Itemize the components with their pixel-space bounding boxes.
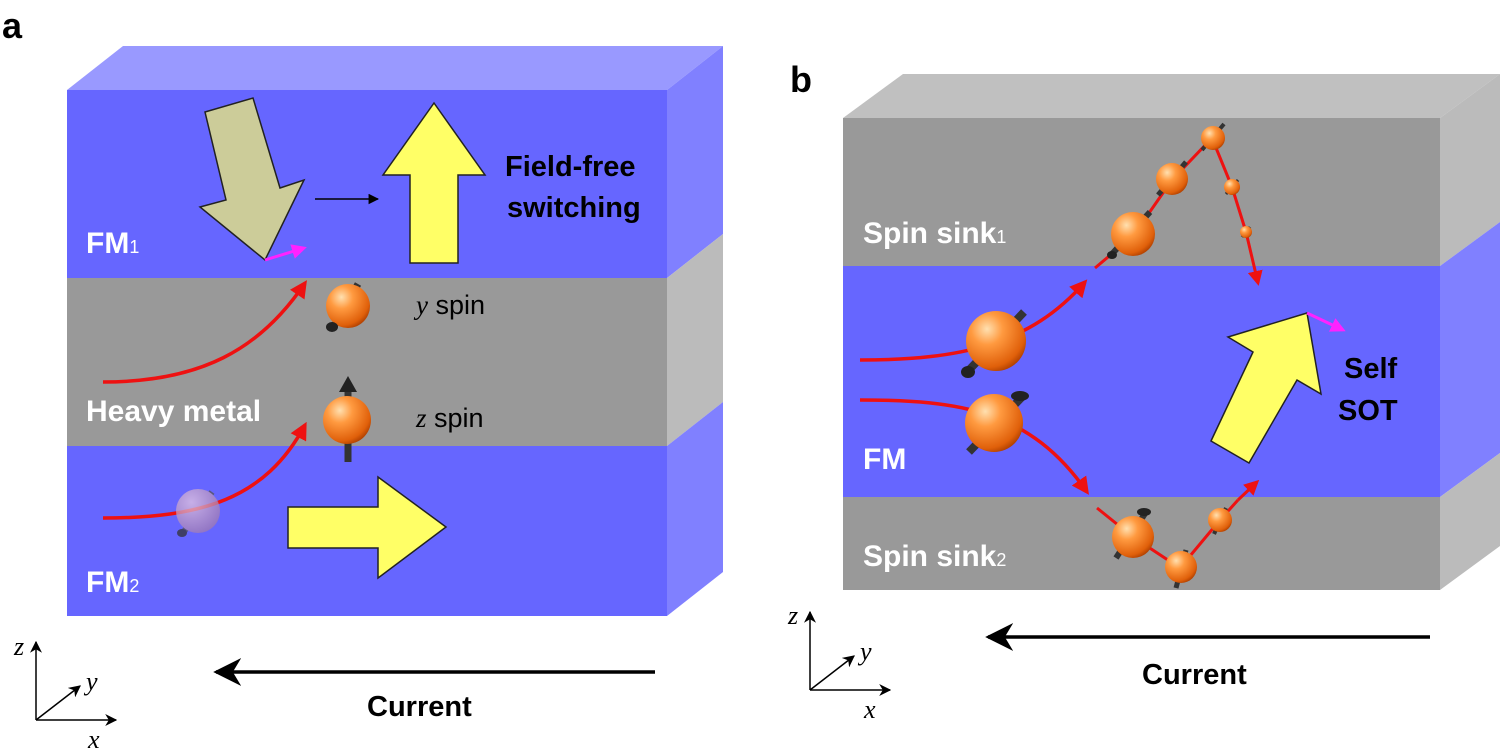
panel-b-letter: b bbox=[790, 59, 812, 100]
electron-sink2-3 bbox=[1208, 507, 1232, 535]
fm2-magnetization-arrow bbox=[287, 475, 448, 580]
current-label-a: Current bbox=[367, 691, 472, 723]
current-label-b: Current bbox=[1142, 659, 1247, 691]
fm-side-face bbox=[1440, 222, 1500, 497]
spin-sink1-label: Spin sink1 bbox=[863, 217, 1006, 250]
ghost-electron bbox=[176, 489, 220, 537]
electron-sink1-3 bbox=[1200, 122, 1226, 152]
self-sot-magnetization-arrow bbox=[1210, 312, 1323, 465]
sink1-side-face bbox=[1440, 74, 1500, 266]
axis-y-label-a: y bbox=[83, 667, 98, 696]
fm2-side-face bbox=[667, 402, 723, 616]
axis-x-label-b: x bbox=[863, 695, 876, 724]
z-spin-electron bbox=[323, 376, 371, 462]
panel-a-letter: a bbox=[2, 5, 23, 46]
electron-path-return bbox=[1244, 231, 1263, 286]
y-spin-label: y spin bbox=[413, 290, 485, 320]
tilted-magnetization-arrow bbox=[198, 97, 306, 262]
sink2-side-face bbox=[1440, 453, 1500, 590]
sink1-top-face bbox=[843, 74, 1500, 118]
electron-path-return-lower bbox=[1236, 479, 1260, 502]
electron-lower-fm bbox=[965, 391, 1029, 455]
axis-y-label-b: y bbox=[857, 637, 872, 666]
electron-sink2-2 bbox=[1165, 549, 1197, 589]
torque-vector-magenta bbox=[264, 244, 307, 262]
fm1-layer bbox=[67, 90, 667, 278]
heavy-metal-label: Heavy metal bbox=[86, 395, 261, 428]
z-spin-label: z spin bbox=[415, 403, 484, 433]
axes-a: z y x bbox=[13, 632, 118, 754]
electron-sink1-1 bbox=[1107, 209, 1155, 259]
panel-b: b Spin sink1 FM Spin sink2 bbox=[787, 59, 1500, 724]
axes-b: z y x bbox=[787, 601, 892, 724]
electron-sink1-4 bbox=[1224, 179, 1240, 195]
axis-z-label-b: z bbox=[787, 601, 798, 630]
fm-label: FM bbox=[863, 443, 906, 476]
electron-upper-fm bbox=[961, 309, 1027, 378]
y-spin-electron bbox=[326, 282, 370, 332]
axis-z-label-a: z bbox=[13, 632, 24, 661]
fm1-top-face bbox=[67, 46, 723, 90]
fm1-side-face bbox=[667, 46, 723, 278]
axis-x-label-a: x bbox=[87, 725, 100, 754]
electron-sink1-2 bbox=[1156, 160, 1188, 197]
electron-path-y bbox=[102, 280, 307, 384]
heavy-metal-side-face bbox=[667, 234, 723, 446]
fm2-label: FM2 bbox=[86, 566, 139, 599]
fm-layer bbox=[843, 266, 1440, 497]
torque-vector-magenta-b bbox=[1306, 311, 1346, 332]
electron-sink1-5 bbox=[1240, 226, 1252, 238]
electron-sink2-1 bbox=[1112, 508, 1154, 560]
fm1-label: FM1 bbox=[86, 227, 139, 260]
electron-path-z bbox=[102, 421, 307, 520]
spin-sink2-label: Spin sink2 bbox=[863, 540, 1006, 573]
switched-magnetization-arrow bbox=[381, 101, 487, 264]
